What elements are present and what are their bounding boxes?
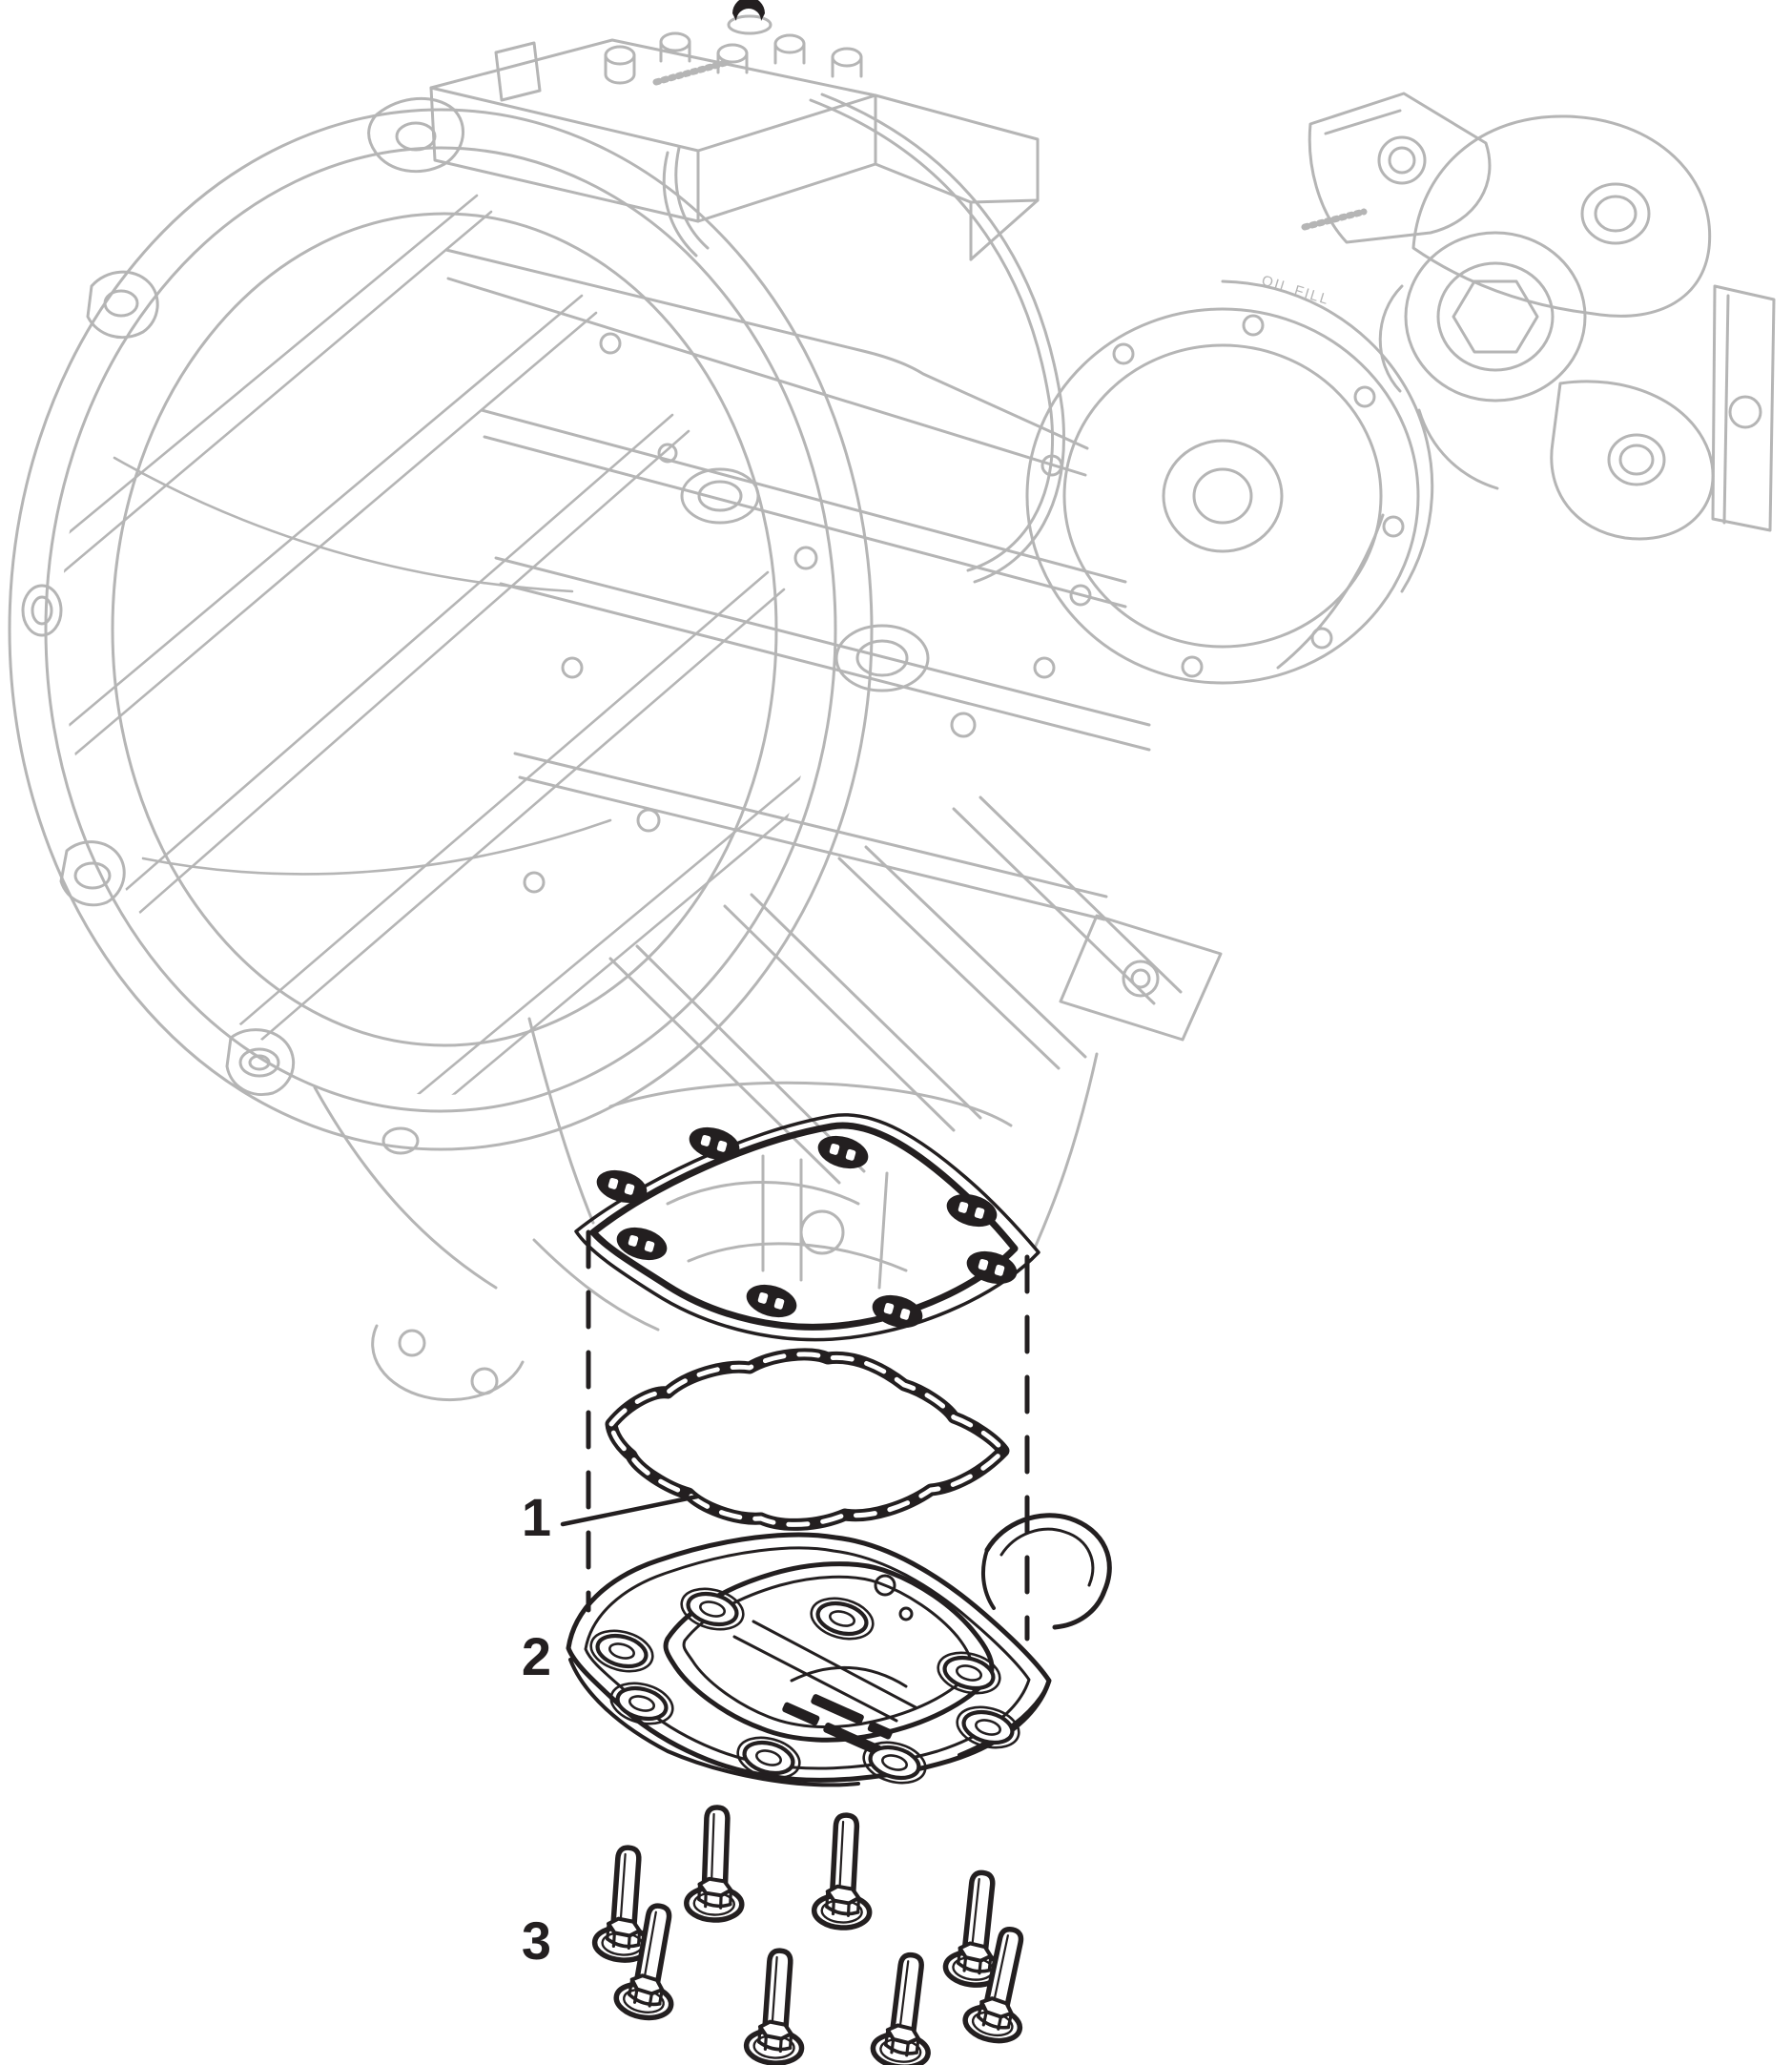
breather-cap [732,0,765,21]
rear-housing: OIL FILL [1025,208,1434,1042]
bolt-set [593,1807,1040,2065]
callout-3-label: 3 [521,1910,551,1971]
main-case [444,248,1183,1290]
transmission-assembly: OIL FILL [8,14,1776,1402]
clutch-housing-bottom [313,1085,660,1402]
case-opening-flange [574,1113,1040,1342]
bolt [871,1951,939,2065]
control-module [429,14,1065,584]
bolt [745,1949,808,2065]
bolt [814,1814,875,1930]
bell-housing [8,96,874,1155]
callout-1-leader [560,1494,700,1527]
cover-plate [566,1513,1112,1789]
case-marking-text: OIL FILL [1260,273,1332,309]
gasket [605,1348,1010,1531]
output-yoke [1308,92,1776,541]
callout-1-label: 1 [521,1487,551,1547]
callout-2-label: 2 [521,1626,551,1686]
bolt [686,1807,745,1921]
